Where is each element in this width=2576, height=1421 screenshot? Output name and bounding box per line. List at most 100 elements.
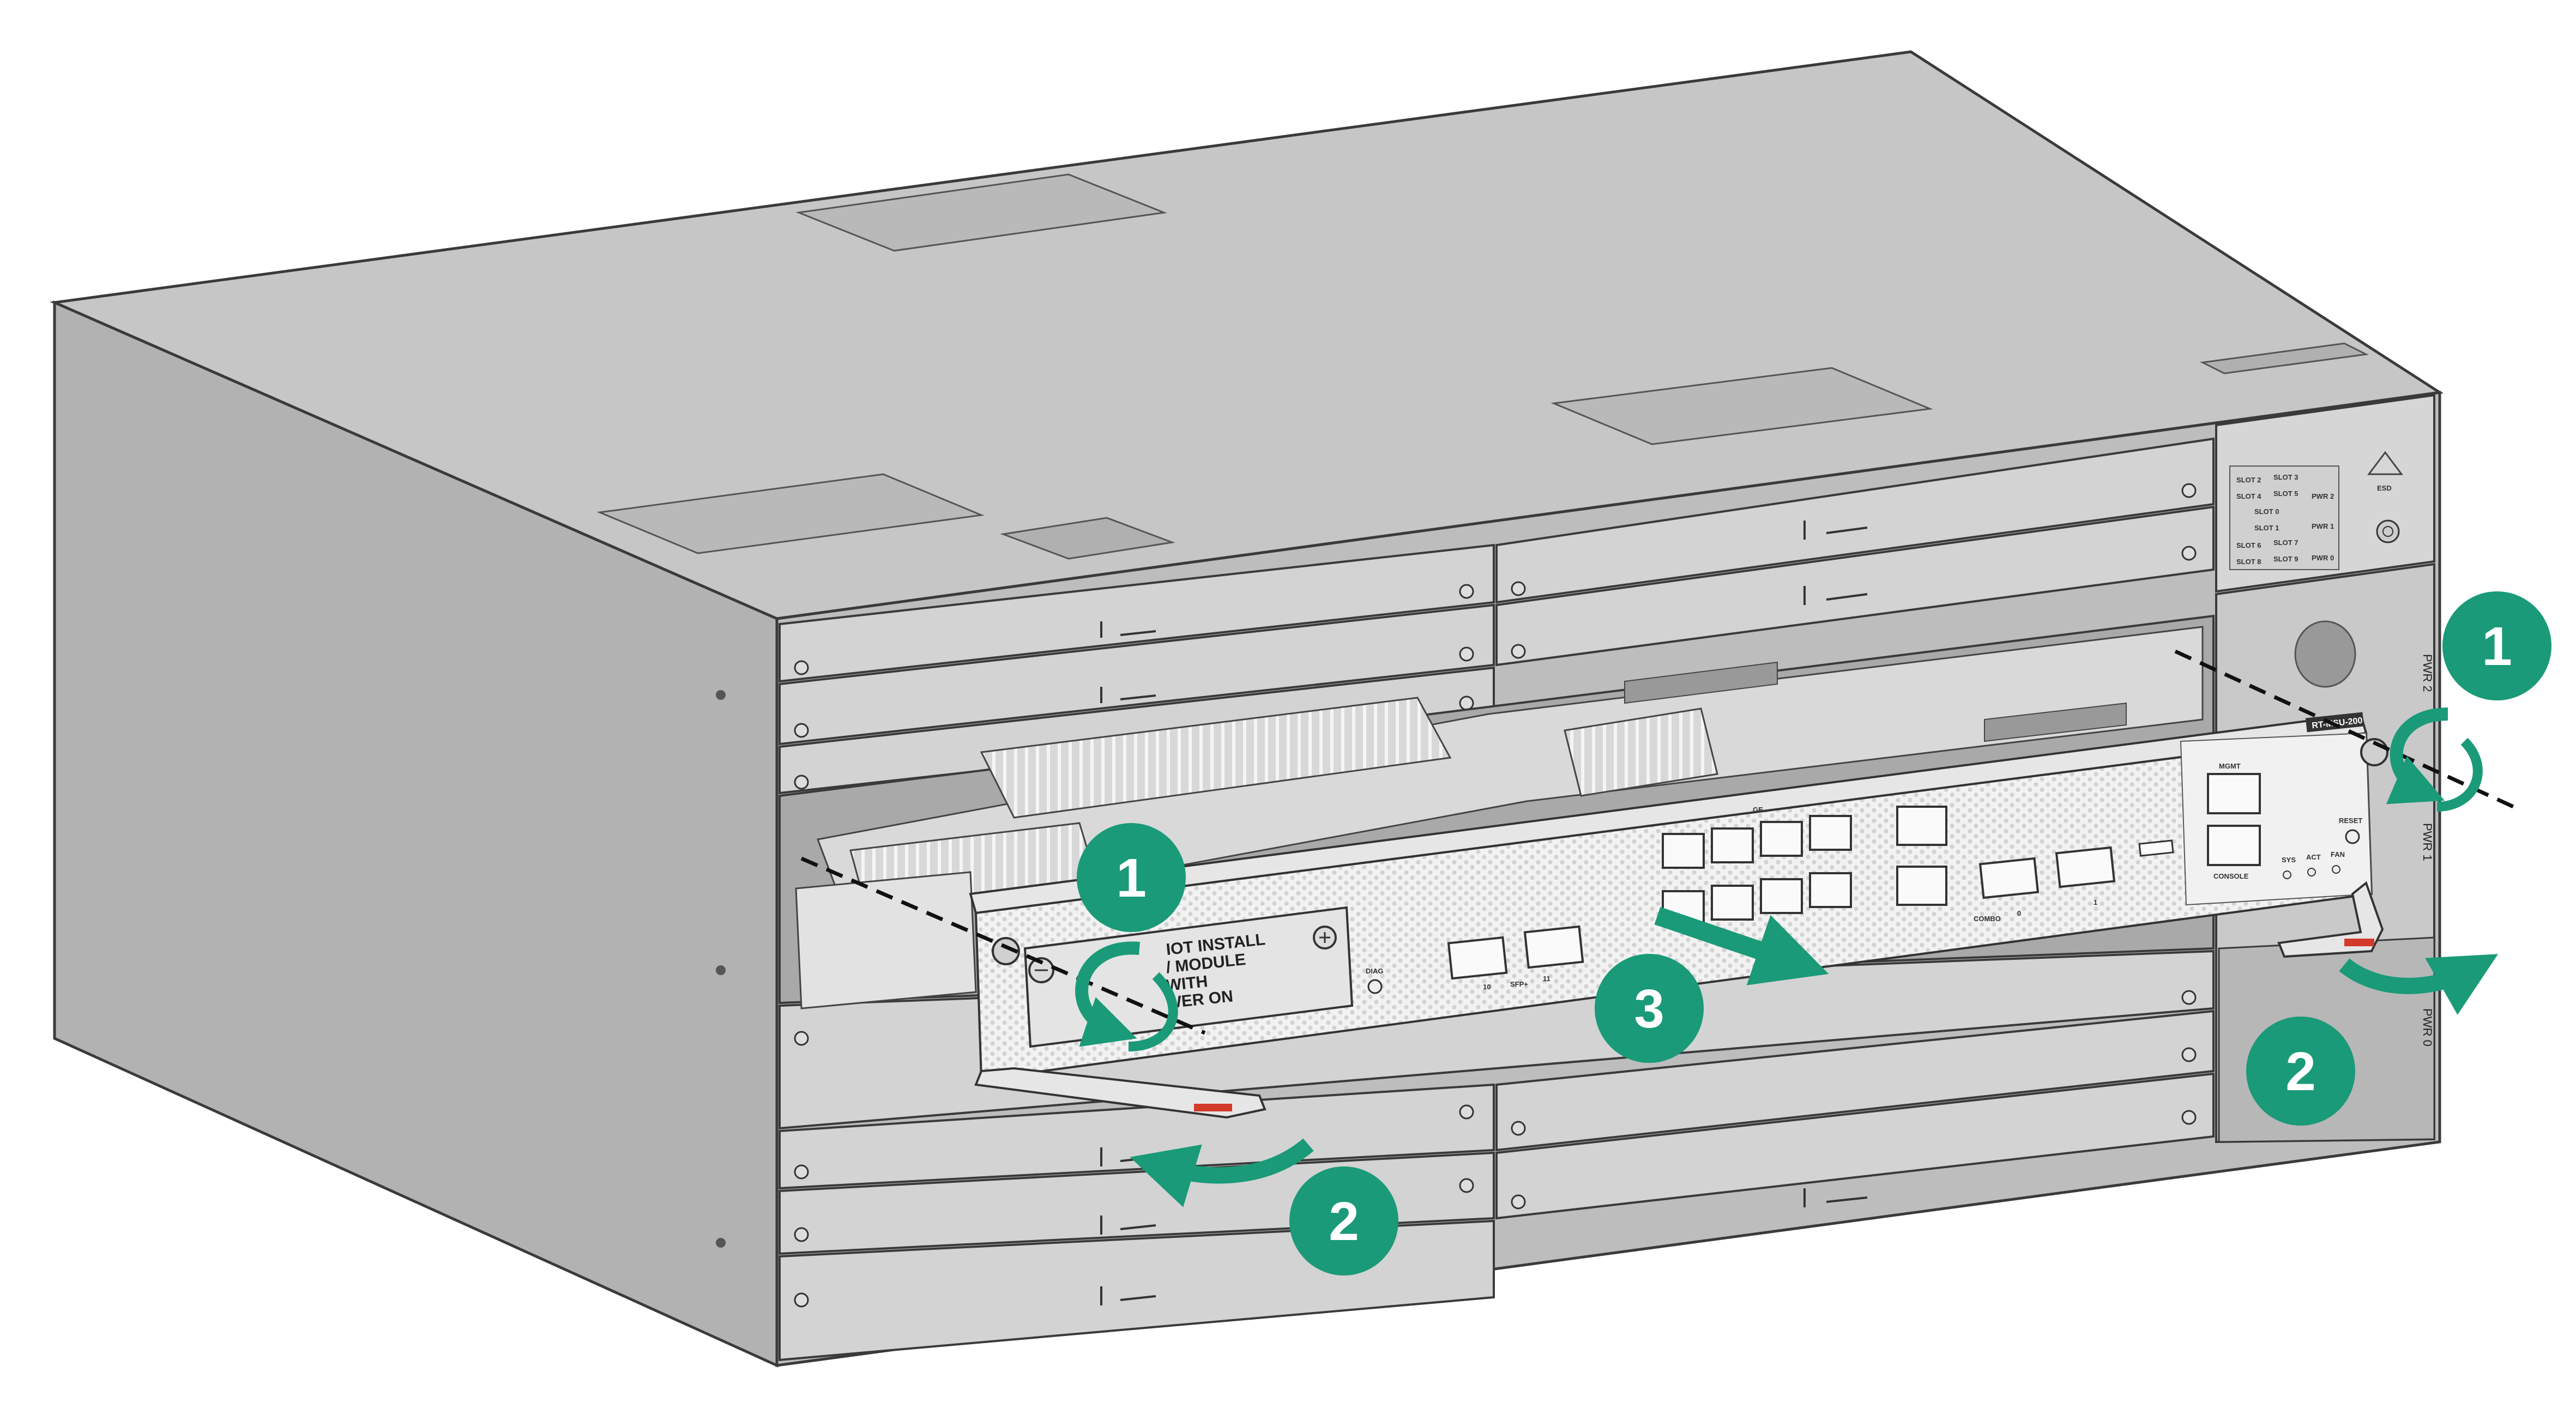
sfp-port <box>1523 925 1584 969</box>
lever-arrow-icon <box>1130 1138 1314 1207</box>
ejector-lever-right <box>2277 881 2384 958</box>
combo-1-label: 1 <box>2094 898 2097 906</box>
slot-label-row: SLOT 0 <box>2254 507 2279 516</box>
console-port <box>2207 825 2261 866</box>
pwr1-label: PWR 1 <box>2421 823 2434 861</box>
slot-label-row: SLOT 6 <box>2236 541 2261 549</box>
combo-0-label: 0 <box>2017 909 2021 917</box>
slot-cover <box>1495 1072 2215 1220</box>
ge-port-block: GE <box>1662 806 1852 926</box>
top-vent-2 <box>596 473 985 554</box>
step-number: 1 <box>2482 616 2512 677</box>
slot-label-row: PWR 2 <box>2312 492 2334 500</box>
rj45-port <box>1809 872 1852 908</box>
slot-label-row: SLOT 4 <box>2236 492 2261 500</box>
slot-label-row: PWR 0 <box>2312 554 2334 562</box>
screw-axes <box>800 649 2514 1035</box>
console-label: CONSOLE <box>2213 872 2249 880</box>
diag-button-icon <box>1367 979 1383 994</box>
step-number: 1 <box>1116 848 1147 909</box>
top-vent-3 <box>1000 517 1175 560</box>
rivet <box>716 690 726 700</box>
slot-label-row: PWR 1 <box>2312 522 2334 530</box>
step-callout-1-right: 1 <box>2442 591 2551 700</box>
combo-rj45-port <box>1896 866 1947 906</box>
diag-label: DIAG <box>1366 967 1384 975</box>
slot-cover <box>1495 1009 2215 1152</box>
combo-sfp-port <box>2055 846 2116 888</box>
status-panel: SLOT 2 SLOT 3 SLOT 4 SLOT 5 PWR 2 SLOT 0… <box>2215 394 2435 593</box>
ge-label: GE <box>1753 806 1763 814</box>
captive-screw-icon <box>992 937 1020 965</box>
rj45-port <box>1662 833 1705 869</box>
slot-label-row: SLOT 2 <box>2236 476 2261 484</box>
esd-icon <box>2367 451 2403 475</box>
slot-label-row: SLOT 9 <box>2273 555 2299 563</box>
rj45-port <box>1760 878 1803 914</box>
port-label-11: 11 <box>1543 975 1551 983</box>
slot-label-row: SLOT 5 <box>2273 489 2299 498</box>
step-number: 3 <box>1634 978 1664 1039</box>
model-label-plate <box>2305 712 2364 733</box>
slot-label-row: SLOT 8 <box>2236 558 2261 566</box>
step-callout-3: 3 <box>1595 954 1704 1063</box>
fan-led-label: FAN <box>2331 850 2345 858</box>
heatsink-1 <box>980 697 1452 819</box>
top-vent-1 <box>795 173 1167 252</box>
combo-label: COMBO <box>1974 915 2001 923</box>
slot-label-row: SLOT 7 <box>2273 539 2299 547</box>
ejector-lever-left <box>974 1067 1266 1119</box>
top-vent-4 <box>1551 367 1933 445</box>
esd-label: ESD <box>2377 484 2392 492</box>
rotate-arrow-icon <box>2386 708 2483 812</box>
module-rail <box>795 871 977 1009</box>
slot-cover <box>779 543 1495 683</box>
rivet <box>716 1238 726 1248</box>
top-vent-5 <box>2199 342 2369 374</box>
mgmt-port <box>2207 773 2261 814</box>
act-led-label: ACT <box>2306 853 2321 861</box>
led-icon <box>2332 865 2340 874</box>
slot-map-table <box>2229 465 2339 570</box>
latch-red <box>2344 939 2374 946</box>
port-label-sfp: SFP+ <box>1510 980 1528 988</box>
combo-sfp-port <box>1978 857 2040 899</box>
step-callout-2-left: 2 <box>1289 1166 1398 1275</box>
connector-strip <box>1984 702 2127 742</box>
pwr0-label: PWR 0 <box>2421 1008 2434 1047</box>
rj45-port <box>1760 821 1803 857</box>
rotate-arrow-icon <box>1075 941 1178 1051</box>
rj45-port <box>1809 815 1852 851</box>
module-front-panel: RT-MSU-200 IOT INSTALL / MODULE WITH WER… <box>969 712 2388 1119</box>
mgmt-label: MGMT <box>2219 762 2241 770</box>
step-callout-1-left: 1 <box>1077 823 1186 932</box>
rj45-port <box>1711 885 1754 921</box>
port-label-10: 10 <box>1483 983 1491 991</box>
sys-led-label: SYS <box>2282 856 2296 864</box>
pull-arrow-icon <box>1654 906 1829 985</box>
usb-icon <box>2138 839 2174 857</box>
slot-cover <box>1495 437 2215 604</box>
sfp-port <box>1447 936 1508 980</box>
rivet <box>716 965 726 975</box>
reset-label: RESET <box>2339 817 2362 825</box>
combo-rj45-port <box>1896 806 1947 846</box>
pwr2-label: PWR 2 <box>2421 654 2434 692</box>
step-number: 2 <box>2285 1041 2316 1102</box>
slot-cover <box>1495 505 2215 667</box>
slot-label-row: SLOT 3 <box>2273 473 2299 481</box>
led-icon <box>2307 868 2316 876</box>
step-callout-2-right: 2 <box>2246 1017 2355 1126</box>
ground-screw-icon <box>2376 519 2400 543</box>
slot-label-row: SLOT 1 <box>2254 524 2279 532</box>
lever-arrow-icon <box>2339 954 2499 1015</box>
heatsink-3 <box>1564 708 1718 797</box>
led-icon <box>2283 870 2291 879</box>
rj45-port <box>1711 827 1754 863</box>
reset-button-icon <box>2345 829 2360 844</box>
step-number: 2 <box>1329 1191 1359 1252</box>
connector-strip <box>1624 661 1778 704</box>
slot-cover <box>779 603 1495 746</box>
